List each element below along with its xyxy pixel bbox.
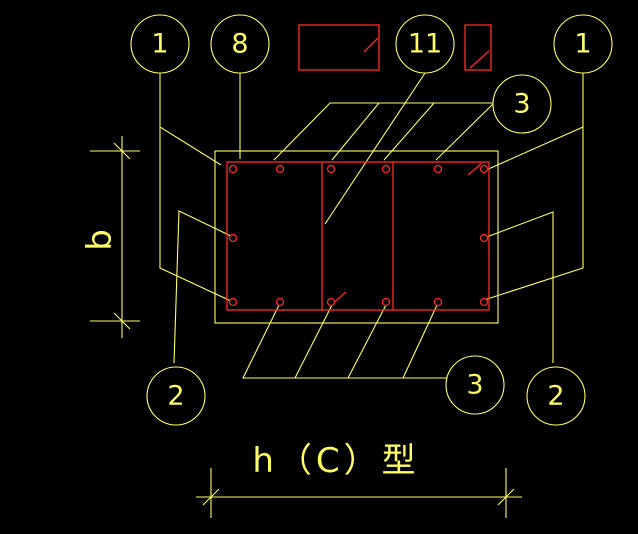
stirrup-outer: [226, 161, 490, 311]
leader-c3-bottom-branch-2: [347, 302, 388, 379]
bar-mid-right: [479, 233, 489, 243]
legend-box-left-slash: [363, 37, 379, 53]
leader-c1-left-top: [159, 73, 222, 166]
callout-2-right: [526, 366, 586, 426]
callout-3-bottom-label: 3: [466, 370, 483, 401]
stirrup-hook-top: [467, 162, 483, 176]
callout-8: [210, 14, 270, 74]
bar-top-3: [326, 164, 336, 174]
leader-c2-right: [483, 211, 554, 363]
leader-c1-left-bottom: [159, 127, 234, 303]
callout-2-left-label: 2: [167, 381, 184, 412]
callout-8-label: 8: [231, 29, 248, 60]
bar-bottom-5: [433, 297, 443, 307]
callout-labels: 1 8 11 1 3 2 3 2: [151, 29, 591, 412]
leader-c3-top-branch-1: [331, 102, 380, 161]
legend-box-right: [464, 24, 492, 71]
bar-top-1: [228, 164, 238, 174]
dim-h-tick-right: [497, 488, 515, 506]
bar-bottom-1: [228, 297, 238, 307]
rebar-cage: [226, 161, 490, 311]
bar-top-6: [479, 164, 489, 174]
dim-b-tick-top: [113, 142, 131, 160]
callout-2-left: [146, 366, 206, 426]
callout-3-top-label: 3: [513, 89, 530, 120]
callout-1-right: [553, 14, 613, 74]
leader-c1-right-bottom: [483, 127, 584, 301]
longitudinal-bars: [228, 164, 489, 307]
callout-1-left: [130, 14, 190, 74]
leader-c3-top-branch-2: [383, 102, 435, 161]
bar-bottom-3: [326, 297, 336, 307]
leader-c11: [324, 72, 426, 225]
callout-11: [395, 14, 455, 74]
bar-top-4: [381, 164, 391, 174]
legend-box-right-slash: [469, 50, 490, 69]
leader-c2-left: [173, 210, 234, 364]
callout-3-top: [492, 74, 552, 134]
bar-top-5: [433, 164, 443, 174]
dim-b-label: b: [80, 229, 120, 251]
callout-3-bottom: [445, 355, 505, 415]
leader-c3-bottom-branch-1: [294, 302, 334, 379]
top-legend-boxes: [298, 24, 492, 71]
dim-h-tick-left: [202, 488, 220, 506]
leader-c3-bottom-branch-3: [402, 302, 439, 379]
section-outline: [214, 150, 499, 324]
bar-mid-left: [228, 233, 238, 243]
callout-11-label: 11: [408, 29, 442, 60]
leader-c3-bottom: [242, 302, 452, 379]
dim-b-tick-bottom: [113, 312, 131, 330]
bar-bottom-2: [275, 297, 285, 307]
callout-2-right-label: 2: [547, 381, 564, 412]
leader-c3-top-branch-3: [435, 102, 495, 161]
callout-1-right-label: 1: [574, 29, 591, 60]
bar-top-2: [275, 164, 285, 174]
bar-bottom-6: [479, 297, 489, 307]
callout-1-left-label: 1: [151, 29, 168, 60]
legend-box-left: [298, 24, 380, 71]
leader-c3-top: [273, 102, 494, 161]
callouts: [130, 14, 613, 426]
annotation-lines: [90, 72, 584, 518]
bar-bottom-4: [381, 297, 391, 307]
dim-h-label: h（C）型: [252, 441, 419, 481]
